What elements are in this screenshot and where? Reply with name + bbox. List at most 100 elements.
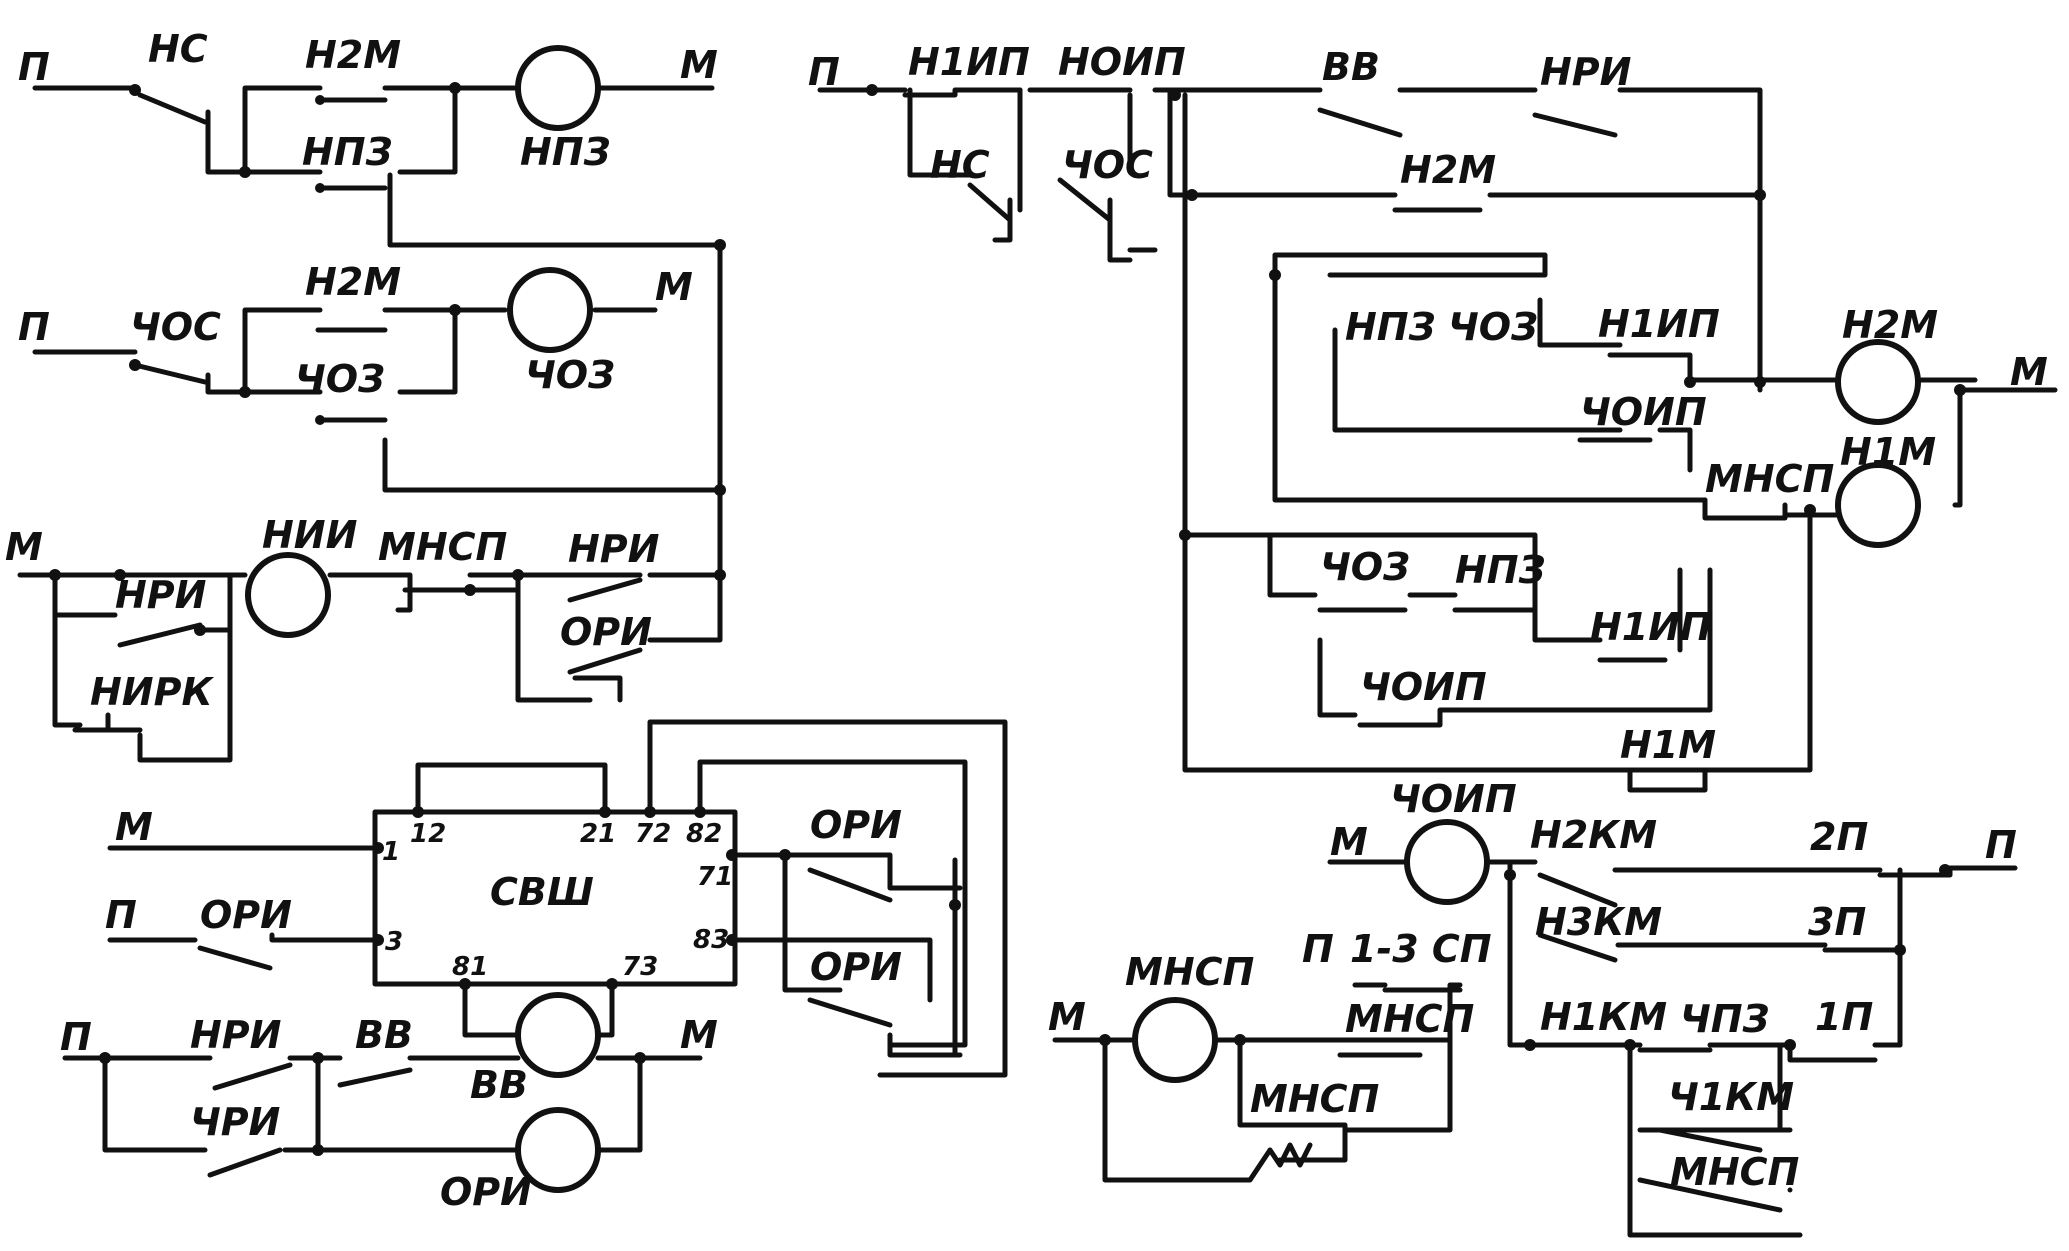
label: ОРИ — [810, 945, 902, 989]
wire — [1017, 87, 1158, 263]
circuit-choip — [1327, 819, 2018, 1238]
label: НС — [930, 143, 990, 187]
label: Н1М — [1840, 430, 1936, 474]
wire — [315, 1055, 703, 1153]
wire — [102, 1055, 283, 1178]
label: ЧОИП — [1390, 777, 1517, 821]
label: ЧОЗ — [1448, 305, 1538, 349]
label: Н1ИП — [1590, 605, 1712, 649]
label: ЧОС — [130, 305, 221, 349]
wire — [1182, 92, 1813, 773]
label: МНСП — [378, 525, 507, 569]
wire — [242, 307, 723, 493]
terminal-label: 21 — [580, 819, 616, 849]
label: МНСП — [1125, 950, 1254, 994]
wire — [732, 937, 963, 1058]
label: ОРИ — [560, 610, 652, 654]
wire — [1052, 982, 1463, 1043]
relay-coil-nii — [245, 552, 331, 638]
label: НИРК — [90, 670, 214, 714]
label: ВВ — [1322, 45, 1380, 89]
label: Н2М — [1842, 303, 1938, 347]
label: ЧОЗ — [525, 353, 615, 397]
wire — [467, 487, 723, 703]
label: М — [655, 265, 693, 309]
terminal-label: 3 — [385, 927, 403, 957]
svsh-label: СВШ — [490, 870, 594, 914]
wire — [1537, 1042, 1903, 1238]
wire — [817, 87, 1023, 243]
circuit-vv-ori — [62, 1052, 703, 1193]
label: НПЗ — [1455, 548, 1546, 592]
terminal-label: 12 — [410, 819, 446, 849]
label: Н1ИП — [1598, 302, 1720, 346]
circuit-choz — [32, 267, 726, 496]
label: ОРИ — [810, 803, 902, 847]
circuit-nii — [17, 487, 726, 763]
wire — [242, 85, 723, 493]
label: М — [5, 525, 43, 569]
label: НРИ — [115, 573, 206, 617]
label: Н2М — [305, 260, 401, 304]
label: НПЗ — [302, 130, 393, 174]
wire — [52, 612, 233, 763]
label: НРИ — [568, 527, 659, 571]
label: Н1КМ — [1540, 995, 1667, 1039]
label: МНСП — [1345, 997, 1474, 1041]
label: ЧРИ — [190, 1100, 280, 1144]
label: Н2М — [1400, 148, 1496, 192]
label: П — [1985, 823, 2017, 867]
terminal-label: 73 — [622, 952, 658, 982]
label: П — [60, 1015, 92, 1059]
terminal-label: 72 — [635, 819, 671, 849]
label: ЧОИП — [1360, 665, 1487, 709]
label: П — [18, 305, 50, 349]
label: М — [680, 43, 718, 87]
label: ВВ — [470, 1063, 528, 1107]
relay-coil-ori — [515, 1107, 601, 1193]
terminal-label: 82 — [686, 819, 722, 849]
label: НС — [148, 27, 208, 71]
relay-coil-npz — [515, 45, 601, 131]
label: Н3КМ — [1535, 900, 1662, 944]
label: НРИ — [1540, 50, 1631, 94]
label: М — [680, 1013, 718, 1057]
relay-coil-choip — [1404, 819, 1490, 905]
circuit-npz — [32, 45, 726, 493]
label: П — [18, 45, 50, 89]
label: ЧОЗ — [295, 357, 385, 401]
wire — [1532, 567, 1683, 663]
label: МНСП — [1705, 457, 1834, 501]
relay-coil-choz — [507, 267, 593, 353]
wire — [1152, 87, 1763, 393]
wire — [107, 845, 378, 971]
label: МНСП — [1670, 1150, 1799, 1194]
wire — [1167, 87, 1763, 213]
label: П — [1302, 927, 1334, 971]
svsh-block — [372, 809, 738, 987]
label: ЧПЗ — [1680, 997, 1770, 1041]
label: П — [105, 893, 137, 937]
wire — [462, 981, 615, 1038]
label: Ч1КМ — [1668, 1075, 1794, 1119]
wire — [1272, 252, 1708, 503]
terminal-label: 71 — [697, 862, 733, 892]
relay-coil-mnsp — [1132, 997, 1218, 1083]
wire — [17, 572, 521, 613]
wire — [415, 719, 1008, 1078]
circuit-svsh — [107, 719, 1008, 1078]
label: Н2КМ — [1530, 813, 1657, 857]
label: 1-3 СП — [1350, 927, 1492, 971]
relay-coil-n1m — [1835, 462, 1921, 548]
label: 3П — [1808, 900, 1866, 944]
label: НПЗ — [520, 130, 611, 174]
label: Н1М — [1620, 723, 1716, 767]
wire — [62, 1055, 521, 1153]
labels: П НС Н2М М НПЗ НПЗ П ЧОС Н2М М ЧОЗ ЧОЗ М… — [5, 27, 2048, 1214]
label: ОРИ — [200, 893, 292, 937]
label: М — [115, 805, 153, 849]
wire — [732, 852, 963, 1058]
wire — [567, 572, 723, 703]
label: Н1ИП — [908, 40, 1030, 84]
